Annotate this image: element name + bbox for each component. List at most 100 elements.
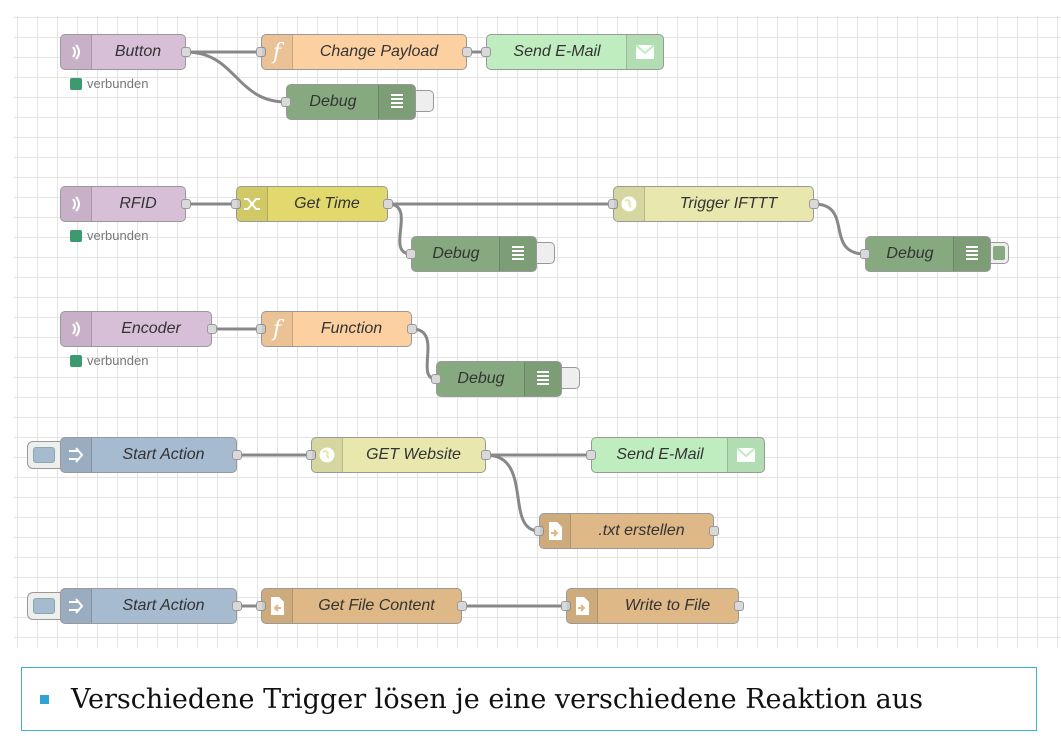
input-port[interactable] (256, 601, 266, 611)
wire[interactable] (813, 202, 866, 256)
node-label: Start Action (122, 597, 205, 614)
wire[interactable] (485, 453, 540, 533)
output-port[interactable] (457, 601, 467, 611)
status-dot (70, 77, 82, 90)
node-label: Debug (457, 370, 505, 387)
output-port[interactable] (709, 526, 719, 536)
input-port[interactable] (534, 526, 544, 536)
output-port[interactable] (809, 199, 819, 209)
file-out-icon (540, 514, 571, 548)
output-port[interactable] (734, 601, 744, 611)
status-dot (70, 229, 82, 242)
status-indicator: verbunden (70, 228, 148, 243)
node-label: Function (320, 320, 383, 337)
output-port[interactable] (181, 199, 191, 209)
status-indicator: verbunden (70, 76, 148, 91)
flow-canvas[interactable]: Button verbunden f Change Payload Send E… (14, 16, 1061, 648)
http-request-node-get-website[interactable]: GET Website (306, 437, 491, 473)
output-port[interactable] (407, 324, 417, 334)
debug-toggle-button[interactable] (537, 242, 555, 264)
mqtt-node-button[interactable]: Button (60, 34, 191, 70)
inject-node-start-action[interactable]: Start Action (60, 437, 242, 473)
inject-trigger-button[interactable] (27, 592, 61, 620)
output-port[interactable] (481, 450, 491, 460)
node-label: Button (114, 43, 162, 60)
wires-layer (185, 50, 866, 608)
output-port[interactable] (232, 601, 242, 611)
caption-text: Verschiedene Trigger lösen je eine versc… (71, 683, 924, 715)
input-port[interactable] (256, 47, 266, 57)
node-label: Get Time (294, 195, 360, 212)
node-label: Debug (309, 93, 357, 110)
debug-node[interactable]: Debug (281, 84, 416, 120)
node-label: Get File Content (318, 597, 435, 614)
inject-node-start-action[interactable]: Start Action (60, 588, 242, 624)
output-port[interactable] (181, 47, 191, 57)
output-port[interactable] (462, 47, 472, 57)
wire[interactable] (185, 50, 287, 104)
node-label: Debug (886, 245, 934, 262)
file-in-node-get-file-content[interactable]: Get File Content (256, 588, 467, 624)
debug-toggle-button[interactable] (562, 367, 580, 389)
wire[interactable] (411, 327, 437, 381)
input-port[interactable] (608, 199, 618, 209)
output-port[interactable] (383, 199, 393, 209)
mqtt-node-encoder[interactable]: Encoder (60, 311, 217, 347)
list-icon (499, 237, 536, 271)
input-port[interactable] (231, 199, 241, 209)
wire[interactable] (387, 202, 412, 256)
arrow-icon (61, 589, 92, 623)
file-node-txt-erstellen[interactable]: .txt erstellen (534, 513, 719, 549)
mqtt-icon (61, 187, 92, 221)
debug-toggle-button[interactable] (416, 90, 434, 112)
node-label: GET Website (366, 446, 461, 463)
input-port[interactable] (431, 374, 441, 384)
debug-node[interactable]: Debug (406, 236, 537, 272)
input-port[interactable] (561, 601, 571, 611)
inject-trigger-button[interactable] (27, 441, 61, 469)
caption-box: Verschiedene Trigger lösen je eine versc… (21, 667, 1037, 731)
mqtt-icon (61, 312, 92, 346)
list-icon (378, 85, 415, 119)
status-text: verbunden (87, 76, 149, 91)
change-node-get-time[interactable]: Get Time (231, 186, 393, 222)
input-port[interactable] (306, 450, 316, 460)
envelope-icon (727, 438, 764, 472)
input-port[interactable] (281, 97, 291, 107)
function-icon: f (262, 35, 293, 69)
node-label: Send E-Mail (616, 446, 704, 463)
shuffle-icon (237, 187, 268, 221)
file-out-icon (567, 589, 598, 623)
function-node-change-payload[interactable]: f Change Payload (256, 34, 472, 70)
debug-toggle-button[interactable] (991, 242, 1009, 264)
email-node-send-email[interactable]: Send E-Mail (586, 437, 765, 473)
output-port[interactable] (207, 324, 217, 334)
input-port[interactable] (481, 47, 491, 57)
mqtt-icon (61, 35, 92, 69)
node-label: RFID (119, 195, 157, 212)
bullet-icon (40, 694, 49, 704)
file-node-write-to-file[interactable]: Write to File (561, 588, 744, 624)
mqtt-node-rfid[interactable]: RFID (60, 186, 191, 222)
node-label: Write to File (624, 597, 711, 614)
debug-node[interactable]: Debug (431, 361, 562, 397)
status-text: verbunden (87, 353, 149, 368)
function-icon: f (262, 312, 293, 346)
envelope-icon (626, 35, 663, 69)
node-label: Debug (432, 245, 480, 262)
output-port[interactable] (232, 450, 242, 460)
http-request-node-trigger-ifttt[interactable]: Trigger IFTTT (608, 186, 819, 222)
list-icon (953, 237, 990, 271)
input-port[interactable] (860, 249, 870, 259)
input-port[interactable] (586, 450, 596, 460)
status-text: verbunden (87, 228, 149, 243)
node-label: Trigger IFTTT (679, 195, 778, 212)
input-port[interactable] (256, 324, 266, 334)
list-icon (524, 362, 561, 396)
email-node-send-email[interactable]: Send E-Mail (481, 34, 664, 70)
node-label: Start Action (122, 446, 205, 463)
debug-node[interactable]: Debug (860, 236, 991, 272)
function-node[interactable]: f Function (256, 311, 417, 347)
input-port[interactable] (406, 249, 416, 259)
status-dot (70, 354, 82, 367)
